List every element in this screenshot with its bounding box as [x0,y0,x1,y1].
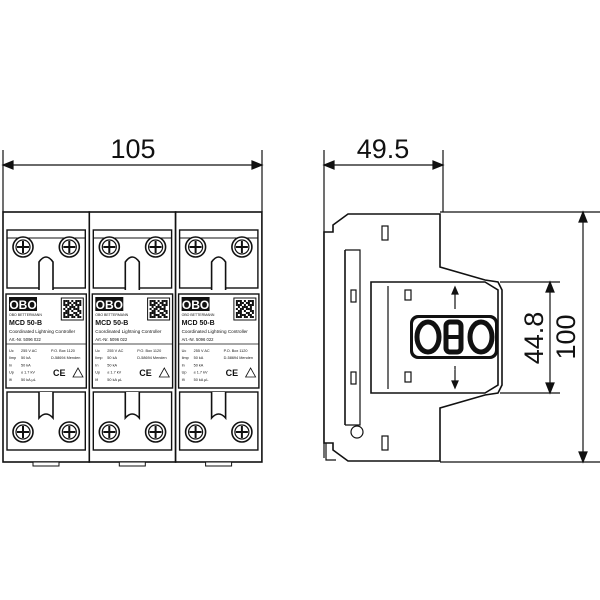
company-name: OBO BETTERMANN [9,313,42,317]
model-subtitle: Coordinated Lightning Controller [182,329,249,334]
screw-terminal [12,421,34,443]
height-label: 100 [551,314,581,359]
rating-value: 50 kA μL [21,378,36,382]
release-arrows [451,285,459,390]
address-line: P.O. Box 1120 [137,349,161,353]
screw-terminal [231,236,253,258]
ce-mark: CE [226,368,239,378]
rating-label: Iimp [182,356,189,360]
article-number: Art.-Nr. 5096 022 [182,337,215,342]
screw-terminal [12,236,34,258]
company-name: OBO BETTERMANN [95,313,128,317]
ce-mark: CE [139,368,152,378]
screw-terminal [58,421,81,443]
front-height-label: 44.8 [519,312,549,365]
rating-label: Iimp [9,356,16,360]
rating-value: 50 kA [21,363,31,367]
model-name: MCD 50-B [182,320,215,327]
rating-value: ≤ 1.7 kV [194,371,208,375]
address-line: D-58694 Menden [137,356,166,360]
qr-code [233,297,257,321]
rating-label: Uc [95,349,100,353]
rating-value: 50 kA [107,363,117,367]
address-line: P.O. Box 1120 [51,349,75,353]
rating-value: 50 kA [107,356,117,360]
screw-terminal [98,421,121,443]
rating-label: Up [9,371,14,375]
screw-terminal [184,236,207,258]
side-obo-logo: OBO [410,315,498,371]
rating-label: Ifi [95,378,98,382]
article-number: Art.-Nr. 5096 022 [9,337,42,342]
address-line: D-58694 Menden [51,356,80,360]
side-logo-text: OBO [453,369,455,371]
rating-value: 50 kA μL [194,378,209,382]
rating-label: Ifi [9,378,12,382]
side-depth-label: 49.5 [357,134,410,164]
warning-icon [158,367,170,378]
rating-value: 255 V AC [21,349,37,353]
screw-terminal [184,421,207,443]
rating-value: 50 kA [21,356,31,360]
address-line: D-58694 Menden [224,356,253,360]
model-name: MCD 50-B [95,320,128,327]
rating-label: In [95,363,98,367]
rating-label: Up [182,371,187,375]
address-line: P.O. Box 1120 [224,349,248,353]
rating-value: 50 kA [194,356,204,360]
warning-icon [244,367,257,378]
screw-terminal [58,236,81,258]
rating-value: 50 kA μL [107,378,122,382]
rating-label: Ifi [182,378,185,382]
brand-logo: OBO [9,298,36,312]
qr-code [147,297,171,321]
rating-label: Uc [9,349,14,353]
rating-value: ≤ 1.7 kV [21,371,35,375]
warning-icon [72,367,84,378]
screw-terminal [144,421,167,443]
front-height-dimension [500,280,560,395]
brand-logo: OBO [182,298,209,312]
qr-code [60,297,84,321]
height-dimension [440,210,600,464]
model-subtitle: Coordinated Lightning Controller [95,329,162,334]
brand-logo: OBO [96,298,123,312]
rating-label: In [9,363,12,367]
rating-value: 255 V AC [107,349,123,353]
model-subtitle: Coordinated Lightning Controller [9,329,76,334]
rating-label: Iimp [95,356,102,360]
screw-terminal [98,236,121,258]
front-width-label: 105 [110,134,155,164]
rating-label: Up [95,371,100,375]
screw-terminal [231,421,253,443]
rating-label: In [182,363,185,367]
company-name: OBO BETTERMANN [182,313,215,317]
rating-label: Uc [182,349,187,353]
rating-value: 255 V AC [194,349,210,353]
model-name: MCD 50-B [9,320,42,327]
front-width-dimension [1,150,264,212]
rating-value: ≤ 1.7 kV [107,371,121,375]
rating-value: 50 kA [194,363,204,367]
ce-mark: CE [53,368,66,378]
screw-terminal [144,236,167,258]
article-number: Art.-Nr. 5096 022 [95,337,128,342]
